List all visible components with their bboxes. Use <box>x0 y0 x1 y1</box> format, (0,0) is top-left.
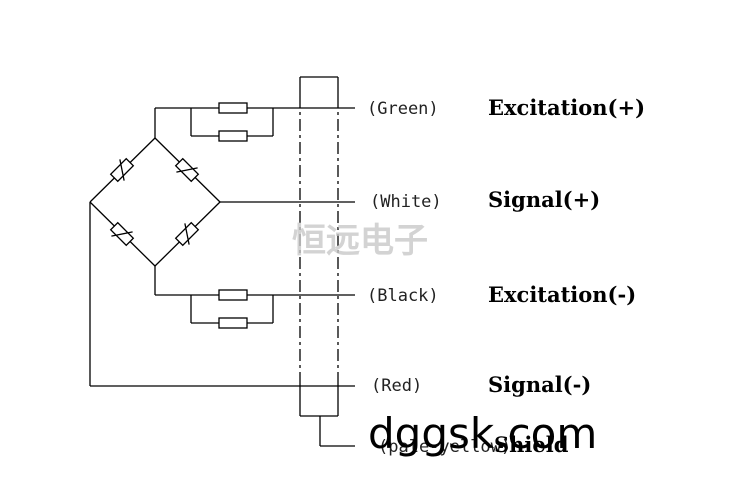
signal-negative-circuit <box>89 202 355 387</box>
wire-color-red: (Red) <box>371 376 422 396</box>
strain-gauge-top-left <box>109 157 135 183</box>
compensation-resistor <box>218 102 248 114</box>
signal-excitation-positive: Excitation(+) <box>488 95 645 120</box>
wire-color-black: (Black) <box>367 286 439 306</box>
strain-gauge-top-right <box>174 157 200 183</box>
watermark-url: dggsk.com <box>368 409 597 458</box>
signal-signal-positive: Signal(+) <box>488 187 600 212</box>
excitation-negative-circuit <box>154 266 355 329</box>
watermark-logo-text: 恒远电子 <box>292 221 428 261</box>
strain-gauge-bottom-right <box>174 221 200 247</box>
strain-gauge-bottom-left <box>109 221 135 247</box>
wheatstone-bridge <box>89 137 221 267</box>
compensation-resistor <box>218 130 248 142</box>
wire-color-white: (White) <box>370 192 442 212</box>
compensation-resistor <box>218 317 248 329</box>
cable-shield <box>299 76 355 447</box>
compensation-resistor <box>218 289 248 301</box>
signal-shield: Shield <box>494 432 569 457</box>
signal-excitation-negative: Excitation(-) <box>488 282 636 307</box>
wire-color-pale-yellow: (pale-yellow) <box>378 437 511 457</box>
excitation-positive-circuit <box>154 102 355 142</box>
wire-color-green: (Green) <box>367 99 439 119</box>
signal-signal-negative: Signal(-) <box>488 372 591 397</box>
